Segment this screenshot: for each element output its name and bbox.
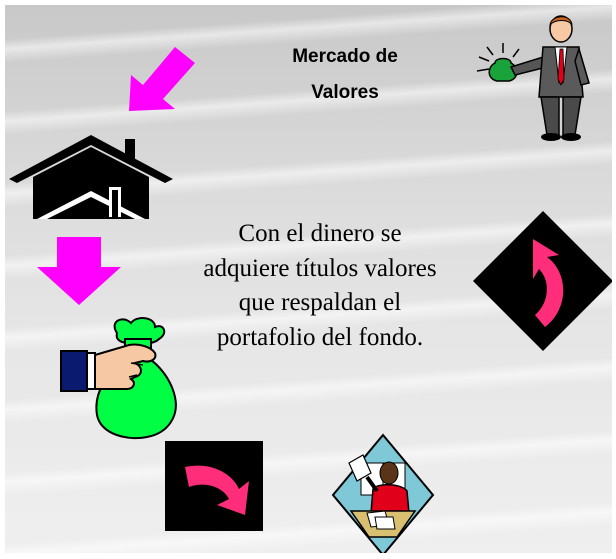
slide: Mercado de Valores Con el dinero se adqu… [5, 5, 612, 553]
money-bag-hand-icon [60, 317, 177, 440]
house-icon [9, 135, 173, 219]
slide-body: Con el dinero se adquiere títulos valore… [203, 220, 437, 351]
businessman-icon [476, 15, 590, 141]
pink-arrow-down-icon [37, 237, 121, 305]
curved-arrow-diamond-icon [473, 211, 612, 351]
curved-arrow-square-icon [165, 441, 263, 531]
slide-title: Mercado de Valores [292, 46, 398, 103]
office-worker-icon [331, 433, 435, 553]
pink-arrow-diagonal-icon [129, 47, 195, 111]
